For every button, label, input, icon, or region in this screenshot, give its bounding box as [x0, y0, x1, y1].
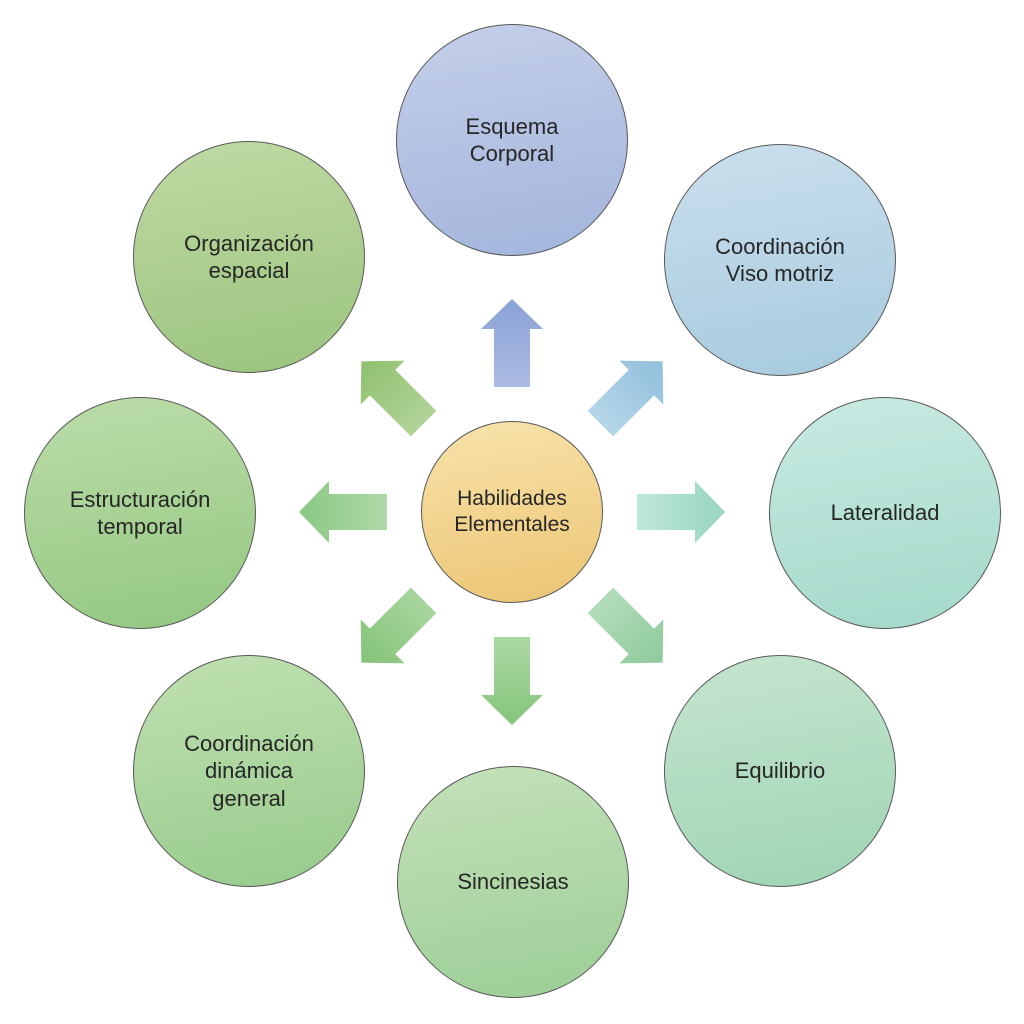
arrow-right-icon: [637, 481, 725, 543]
arrow-down-icon: [481, 637, 543, 725]
node-equilibrio: Equilibrio: [664, 655, 896, 887]
node-estructuracion-temporal: Estructuración temporal: [24, 397, 256, 629]
node-coordinacion-dinamica-general: Coordinación dinámica general: [133, 655, 365, 887]
arrow-up-right-icon: [587, 360, 664, 437]
arrow-down-left-icon: [360, 587, 437, 664]
node-esquema-corporal: Esquema Corporal: [396, 24, 628, 256]
arrow-left-icon: [299, 481, 387, 543]
node-sincinesias: Sincinesias: [397, 766, 629, 998]
arrow-up-icon: [481, 299, 543, 387]
node-coordinacion-viso-motriz: Coordinación Viso motriz: [664, 144, 896, 376]
node-organizacion-espacial: Organización espacial: [133, 141, 365, 373]
node-lateralidad: Lateralidad: [769, 397, 1001, 629]
arrow-up-left-icon: [360, 360, 437, 437]
node-habilidades-elementales: Habilidades Elementales: [421, 421, 603, 603]
arrow-down-right-icon: [587, 587, 664, 664]
